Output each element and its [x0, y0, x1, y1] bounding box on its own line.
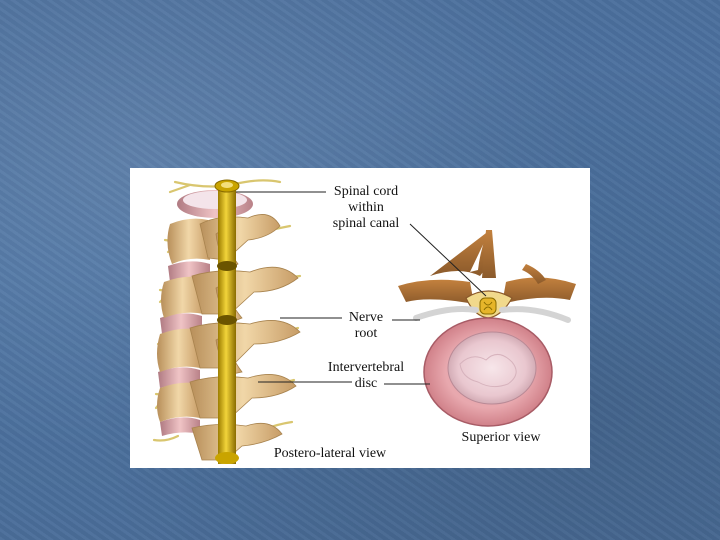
label-superior-view: Superior view: [448, 430, 554, 446]
label-spinal-cord-line1: Spinal cord: [310, 184, 422, 200]
label-postero-lateral-view: Postero-lateral view: [261, 446, 399, 462]
label-nerve-root-line1: Nerve: [336, 310, 396, 326]
label-spinal-cord-line2: within: [310, 200, 422, 216]
superior-view-vertebra: [398, 230, 576, 426]
label-spinal-cord: Spinal cord within spinal canal: [310, 184, 422, 232]
label-nerve-root-line2: root: [336, 326, 396, 342]
label-intervertebral-disc: Intervertebral disc: [318, 360, 414, 392]
spine-anatomy-figure: Spinal cord within spinal canal Nerve ro…: [130, 168, 590, 468]
label-nerve-root: Nerve root: [336, 310, 396, 342]
spinal-column: [154, 180, 300, 464]
label-disc-line1: Intervertebral: [318, 360, 414, 376]
label-disc-line2: disc: [318, 376, 414, 392]
label-spinal-cord-line3: spinal canal: [310, 216, 422, 232]
